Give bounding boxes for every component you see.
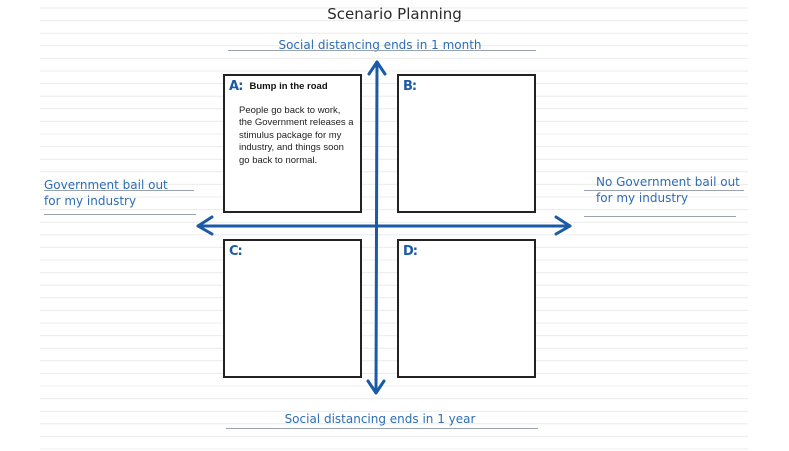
axis-underline-left — [44, 190, 194, 191]
quadrant-c: C: — [223, 239, 362, 378]
quadrant-d-letter: D: — [403, 244, 418, 259]
axis-underline-top — [228, 50, 536, 51]
quadrant-a-title: Bump in the road — [249, 81, 328, 92]
axis-label-right: No Government bail out for my industry — [596, 175, 740, 205]
quadrant-d: D: — [397, 239, 536, 378]
quadrant-c-letter: C: — [229, 244, 243, 259]
axis-label-bottom: Social distancing ends in 1 year — [284, 412, 476, 426]
axis-label-left: Government bail out for my industry — [44, 178, 168, 208]
axis-underline-bottom — [226, 428, 538, 429]
quadrant-a-letter: A: — [229, 79, 243, 94]
quadrant-b-letter: B: — [403, 79, 417, 94]
axis-underline-right-2 — [584, 216, 736, 217]
axis-underline-left-2 — [44, 214, 196, 215]
quadrant-b: B: — [397, 74, 536, 213]
quadrant-a: A: Bump in the road People go back to wo… — [223, 74, 362, 213]
quadrant-a-body: People go back to work, the Government r… — [239, 105, 354, 166]
axis-label-top: Social distancing ends in 1 month — [278, 38, 482, 52]
page-title: Scenario Planning — [327, 5, 462, 23]
axis-underline-right — [584, 190, 744, 191]
